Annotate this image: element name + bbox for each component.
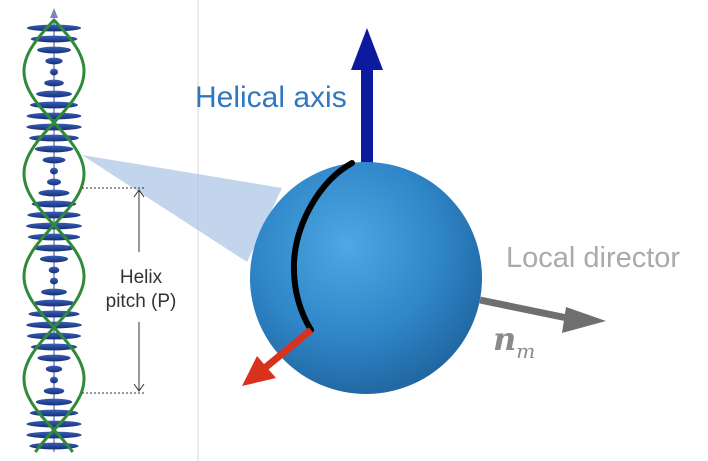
- molecule-disc: [30, 343, 78, 351]
- helical-axis-shaft: [361, 68, 373, 168]
- director-symbol-subscript: m: [516, 339, 535, 363]
- director-symbol-n: n: [493, 320, 516, 358]
- molecule-disc: [48, 266, 60, 274]
- pitch-arrowhead-top: [133, 189, 145, 198]
- molecule-disc: [46, 178, 62, 186]
- helical-axis-label: Helical axis: [195, 81, 347, 114]
- local-director-label: Local director: [506, 242, 680, 274]
- molecule-disc: [26, 24, 82, 32]
- molecule-disc: [45, 365, 63, 373]
- molecule-disc: [37, 354, 71, 362]
- zoom-wedge: [82, 155, 282, 262]
- molecule-disc: [43, 387, 65, 395]
- molecule-disc: [27, 211, 81, 219]
- molecule-disc: [45, 57, 63, 65]
- arrow-right-icon: [562, 307, 606, 333]
- molecule-disc: [44, 79, 64, 87]
- molecule-disc: [37, 46, 71, 54]
- molecule-disc: [36, 90, 72, 98]
- pitch-label-line1: Helix: [120, 267, 163, 288]
- molecule-disc: [39, 255, 69, 263]
- helix-strand-b: [22, 18, 86, 453]
- arrow-down-left-icon: [242, 356, 276, 386]
- molecule-disc: [28, 310, 80, 318]
- molecule-disc: [49, 277, 59, 285]
- local-director-arrow: [479, 296, 606, 333]
- pitch-dimension: Helix pitch (P): [82, 187, 177, 394]
- pitch-label-line2: pitch (P): [106, 291, 177, 312]
- molecule-disc: [41, 288, 67, 296]
- helix-strand-a: [22, 18, 86, 453]
- director-rotation-curve: [290, 160, 355, 333]
- molecule-disc: [26, 420, 82, 428]
- local-director-shaft: [479, 296, 573, 323]
- molecule-disc: [33, 299, 75, 307]
- molecule-disc: [31, 200, 77, 208]
- helix-axis-arrowhead: [50, 8, 58, 18]
- molecule-disc: [38, 189, 70, 197]
- molecule-disc: [50, 68, 58, 76]
- sphere: [250, 162, 482, 394]
- arrow-up-icon: [351, 28, 383, 70]
- red-director-arrow: [242, 327, 314, 386]
- molecule-disc: [26, 112, 82, 120]
- molecule-disc: [50, 167, 58, 175]
- molecule-disc: [34, 145, 74, 153]
- molecule-disc: [26, 321, 82, 329]
- director-symbol: nm: [493, 320, 535, 363]
- molecule-disc: [30, 35, 78, 43]
- molecule-disc: [26, 431, 82, 439]
- molecule-disc: [26, 123, 82, 131]
- molecule-disc: [42, 156, 66, 164]
- molecule-disc: [35, 398, 73, 406]
- molecule-disc: [27, 233, 81, 241]
- molecule-disc: [26, 332, 82, 340]
- red-arrow-shaft: [263, 327, 314, 370]
- helical-axis-arrow: [351, 28, 383, 168]
- helix-molecule-stack: [22, 8, 86, 453]
- pitch-arrowhead-bottom: [133, 383, 145, 392]
- molecule-disc: [32, 244, 76, 252]
- molecule-disc: [50, 376, 58, 384]
